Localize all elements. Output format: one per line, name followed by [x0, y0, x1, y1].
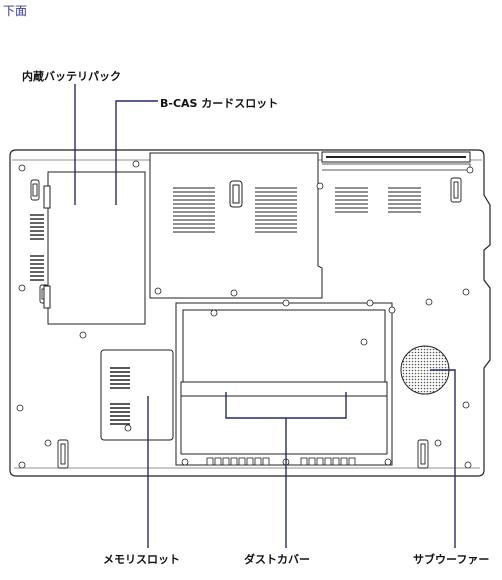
leader-lines: [74, 84, 456, 548]
upper-panel: [149, 152, 323, 299]
memory-vents: [110, 367, 130, 425]
label-dust-cover: ダストカバー: [244, 553, 310, 566]
right-vent-2: [388, 187, 421, 213]
memory-slot-cover: [100, 349, 174, 441]
label-bcas-slot: B-CAS カードスロット: [160, 97, 279, 110]
bottom-latches: [57, 439, 429, 469]
screws: [16, 160, 474, 469]
hinge-bar: [321, 151, 471, 163]
dust-cover: [175, 302, 393, 466]
right-vent-1: [335, 187, 368, 213]
label-memory-slot: メモリスロット: [103, 553, 180, 566]
right-latch: [450, 177, 462, 203]
label-battery-pack: 内蔵バッテリパック: [22, 70, 121, 83]
upper-vent-left: [173, 187, 215, 233]
left-vents: [30, 214, 44, 281]
label-subwoofer: サブウーファー: [413, 553, 490, 566]
dust-cover-slots: [206, 457, 356, 466]
right-upper-panel: [322, 163, 471, 171]
battery-pack: [43, 171, 146, 325]
upper-vent-center: [255, 187, 297, 233]
page-heading: 下面: [3, 4, 28, 18]
